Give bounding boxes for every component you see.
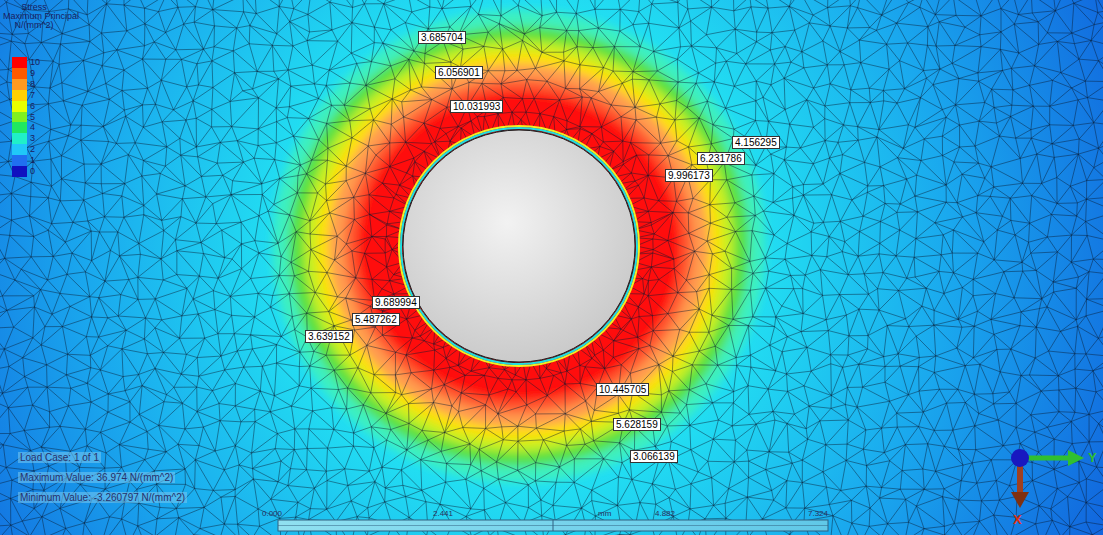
legend-tick: 4 <box>30 123 35 132</box>
probe-value: 4.156295 <box>732 136 780 149</box>
hole <box>403 130 635 362</box>
legend-tick: 3 <box>30 134 35 143</box>
legend-tick: 10 <box>30 58 40 67</box>
axis-label: X <box>1013 513 1022 526</box>
probe-value: 10.445705 <box>596 383 649 396</box>
probe-value: 9.996173 <box>665 169 713 182</box>
max-value: Maximum Value: 36.974 N/(mm^2) <box>18 472 175 483</box>
min-value: Minimum Value: -3.260797 N/(mm^2) <box>18 492 187 503</box>
legend-swatch <box>12 101 27 112</box>
probe-value: 5.628159 <box>613 418 661 431</box>
hole-edge <box>401 128 637 364</box>
legend-swatch <box>12 79 27 90</box>
legend-swatch <box>12 122 27 133</box>
probe-value: 5.487262 <box>352 313 400 326</box>
probe-value: 6.056901 <box>435 66 483 79</box>
probe-value: 3.685704 <box>418 31 466 44</box>
axis-label: Y <box>1088 451 1097 464</box>
legend-tick: 9 <box>30 69 35 78</box>
axis-triad <box>1011 449 1084 508</box>
legend-swatch <box>12 90 27 101</box>
probe-value: 3.066139 <box>630 450 678 463</box>
legend-swatch <box>12 166 27 177</box>
legend-swatch <box>12 144 27 155</box>
legend-unit: N/(mm^2) <box>14 21 53 30</box>
scale-tick: 7.324 <box>808 510 828 518</box>
scale-tick: 0.000 <box>262 510 282 518</box>
scale-tick: 2.441 <box>433 510 453 518</box>
legend-tick: 7 <box>30 91 35 100</box>
legend-title: Maximum Principal <box>3 12 79 21</box>
legend-title: Stress <box>21 3 47 12</box>
hole-edge <box>399 126 639 366</box>
scale-tick: 4.882 <box>655 510 675 518</box>
probe-value: 10.031993 <box>450 100 503 113</box>
legend-swatch <box>12 133 27 144</box>
scale-bar <box>278 520 828 531</box>
legend-tick: 1 <box>30 156 35 165</box>
legend-tick: 0 <box>30 167 35 176</box>
legend-swatch <box>12 112 27 123</box>
probe-value: 9.689994 <box>372 296 420 309</box>
legend-tick: 8 <box>30 80 35 89</box>
probe-value: 6.231786 <box>697 152 745 165</box>
legend-swatch <box>12 155 27 166</box>
legend-tick: 2 <box>30 145 35 154</box>
scale-unit: mm <box>598 510 611 518</box>
legend-tick: 5 <box>30 113 35 122</box>
legend-swatch <box>12 57 27 68</box>
legend-swatch <box>12 68 27 79</box>
legend-tick: 6 <box>30 102 35 111</box>
probe-value: 3.639152 <box>305 330 353 343</box>
load-case: Load Case: 1 of 1 <box>18 452 101 463</box>
